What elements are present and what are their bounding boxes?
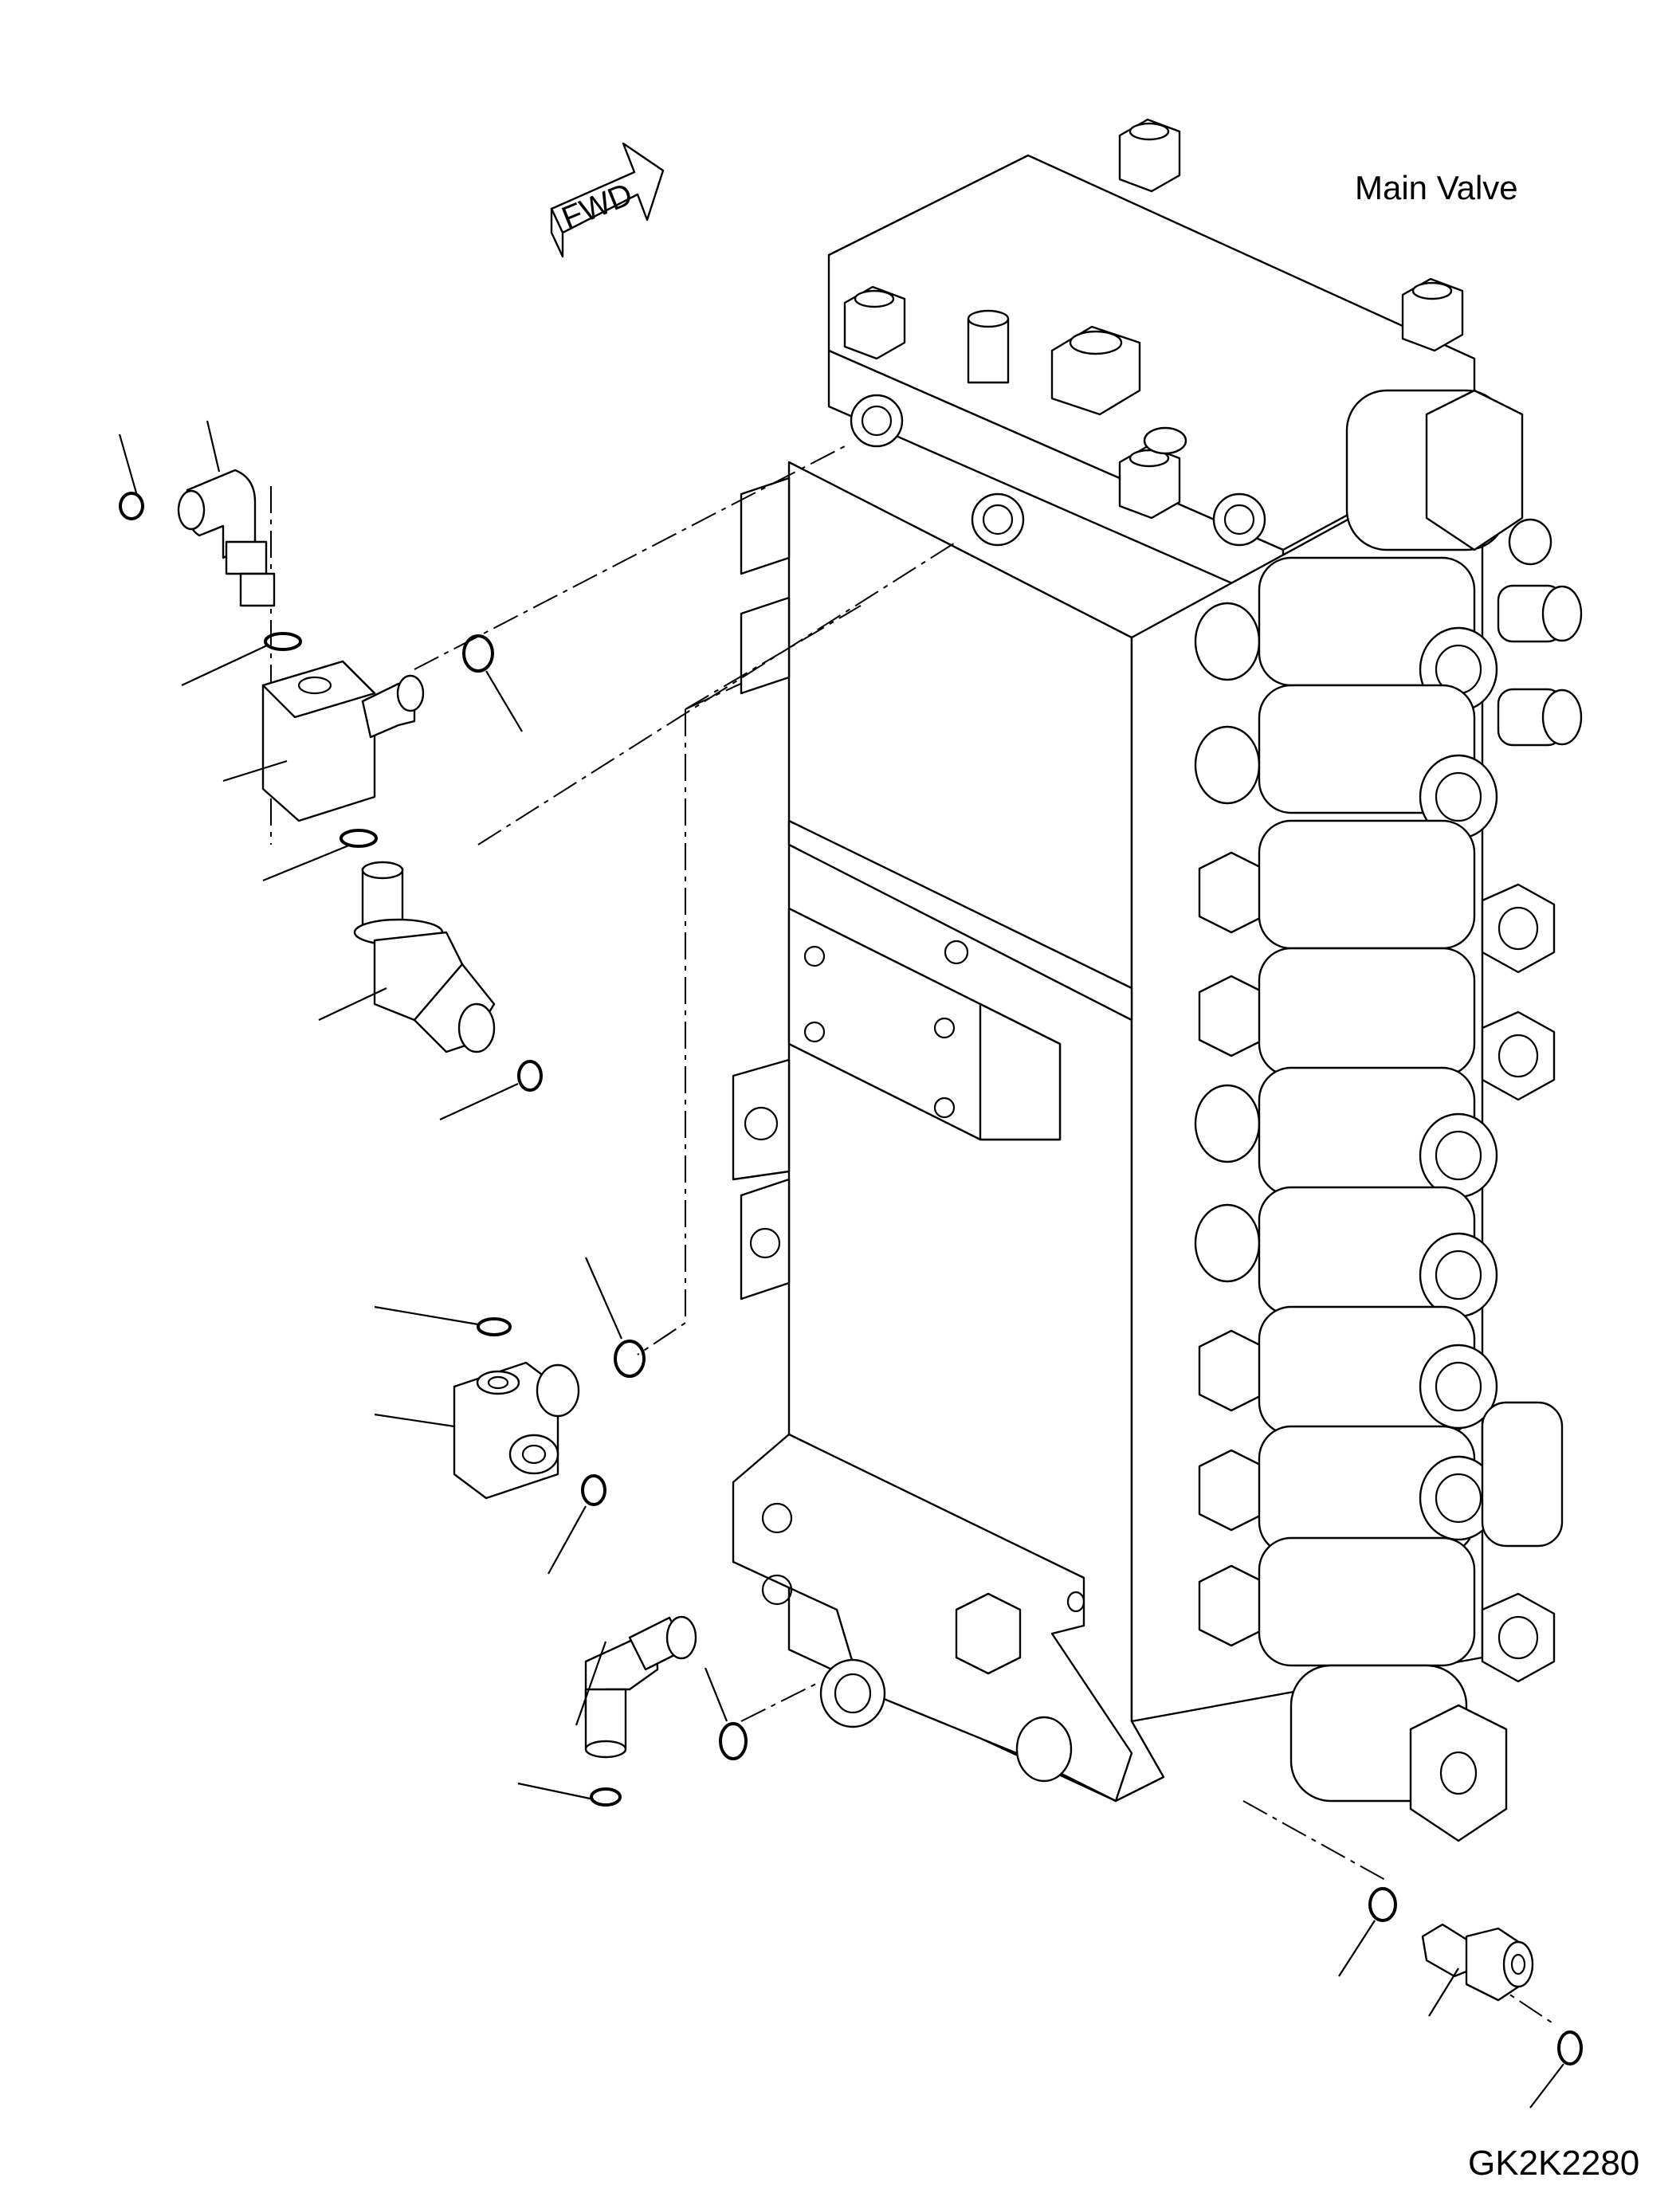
fwd-arrow-icon: FWD: [550, 142, 665, 258]
o-ring: [1368, 1887, 1397, 1922]
elbow-fitting-lower: [584, 1615, 697, 1759]
drawing-code-label: GK2K2280: [1468, 2144, 1640, 2183]
main-valve-body: [685, 118, 1583, 1842]
o-ring: [477, 1317, 512, 1336]
spool-cap: [1198, 1305, 1498, 1436]
top-bolt: [843, 285, 906, 360]
top-bolt: [1118, 118, 1181, 193]
fwd-label: FWD: [557, 176, 638, 236]
top-bolt: [1118, 445, 1181, 520]
bottom-end-housing: [732, 1433, 1133, 1803]
spool-cap: [1194, 684, 1498, 840]
o-ring: [340, 829, 378, 848]
o-ring: [264, 632, 302, 651]
spool-cap: [1198, 819, 1556, 974]
main-valve-label: Main Valve: [1355, 169, 1518, 206]
o-ring: [581, 1474, 606, 1506]
spool-cap: [1198, 1536, 1556, 1683]
leader-lines: [118, 420, 1564, 2109]
spool-cap: [1198, 947, 1556, 1101]
spool-cap: [1194, 1066, 1498, 1199]
o-ring: [462, 634, 494, 673]
o-ring: [1557, 2030, 1583, 2066]
o-ring: [719, 1722, 748, 1760]
tee-block: [453, 1361, 580, 1500]
angle-fitting: [353, 861, 496, 1053]
relief-valve: [1345, 389, 1583, 747]
spool-cap: [1198, 1425, 1498, 1556]
o-ring: [119, 492, 144, 520]
spool-cap: [1194, 1186, 1498, 1318]
o-ring: [517, 1060, 543, 1092]
o-ring: [614, 1340, 646, 1378]
plug-fitting: [1421, 1923, 1534, 2002]
adapter-block: [261, 660, 425, 822]
elbow-fitting: [177, 469, 276, 607]
relief-valve-lower: [1289, 1401, 1564, 1842]
o-ring: [590, 1787, 622, 1807]
top-bolt: [1401, 277, 1464, 352]
